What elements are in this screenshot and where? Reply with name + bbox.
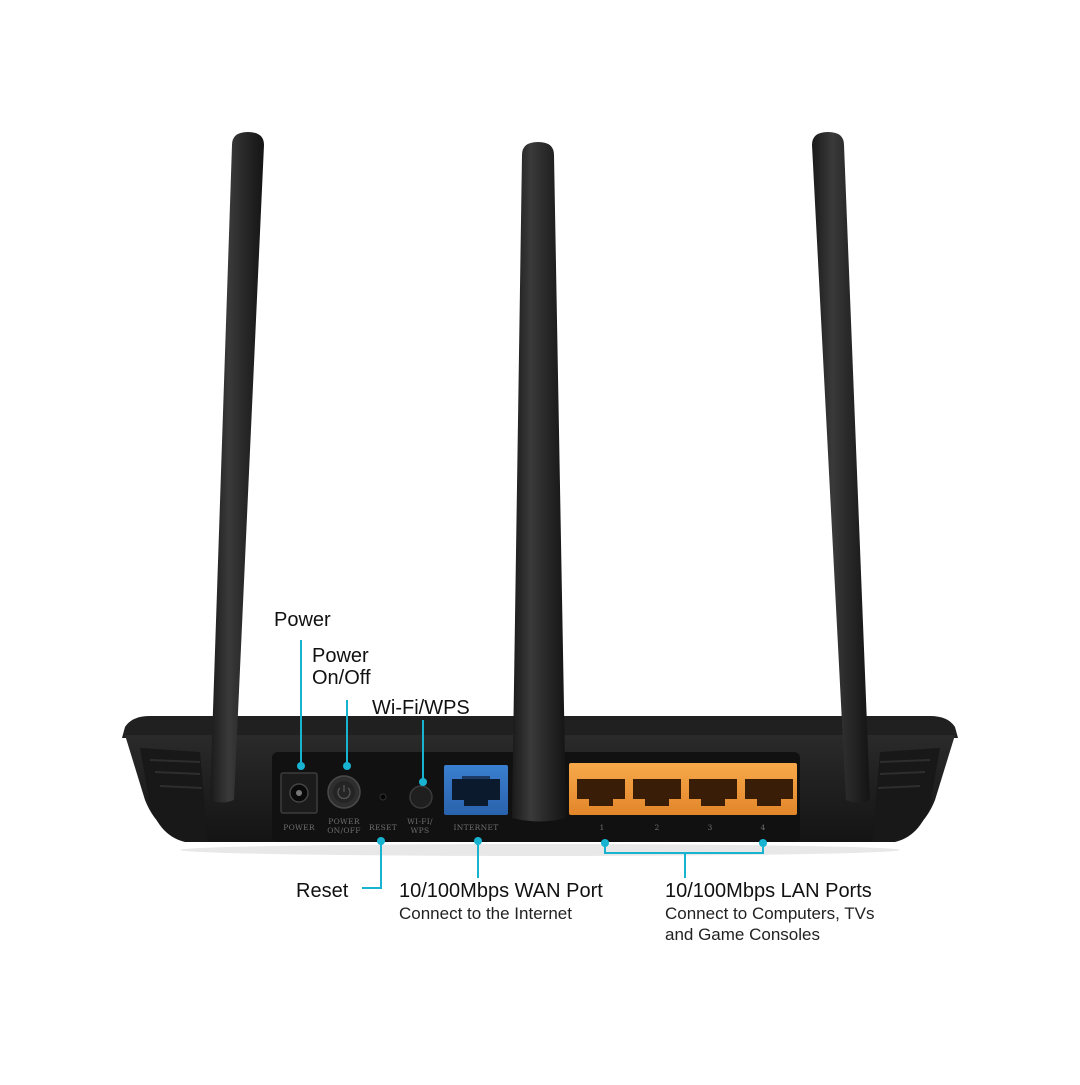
callout-dots xyxy=(297,762,767,847)
callout-dot-wifi-wps xyxy=(419,778,427,786)
label-reset: Reset xyxy=(296,880,349,902)
antenna-right xyxy=(812,132,870,803)
wifi-wps-button xyxy=(409,785,433,809)
silk-power-onoff-line1: POWER xyxy=(328,817,360,826)
callout-dot-lan-4 xyxy=(759,839,767,847)
antenna-left xyxy=(210,132,264,803)
silk-wifi-wps-line2: WPS xyxy=(411,826,430,835)
callout-dot-wan xyxy=(474,837,482,845)
label-lan-title: 10/100Mbps LAN Ports xyxy=(665,880,872,902)
callout-dot-power xyxy=(297,762,305,770)
label-wan-subtitle: Connect to the Internet xyxy=(399,904,572,923)
label-wan-title: 10/100Mbps WAN Port xyxy=(399,880,603,902)
callout-line-reset xyxy=(362,841,382,889)
silk-lan-4: 4 xyxy=(760,823,765,832)
silk-wifi-wps-line1: WI-FI/ xyxy=(407,817,433,826)
silk-lan-3: 3 xyxy=(707,823,712,832)
label-lan-subtitle-line2: and Game Consoles xyxy=(665,925,820,944)
callout-dot-power-onoff xyxy=(343,762,351,770)
wan-port xyxy=(444,765,508,815)
silk-lan-1: 1 xyxy=(599,823,604,832)
silk-power-onoff-line2: ON/OFF xyxy=(327,826,361,835)
silk-lan-2: 2 xyxy=(654,823,659,832)
lan-port-2 xyxy=(633,779,681,806)
antenna-center xyxy=(512,142,566,822)
lan-port-4 xyxy=(745,779,793,806)
silk-internet: INTERNET xyxy=(453,823,498,832)
lan-port-3 xyxy=(689,779,737,806)
callout-dot-reset xyxy=(377,837,385,845)
label-power-onoff-line1: Power xyxy=(312,645,369,667)
callout-line-lan xyxy=(604,843,764,878)
label-power-onoff-line2: On/Off xyxy=(312,667,371,689)
silk-power: POWER xyxy=(283,823,315,832)
lan-port-1 xyxy=(577,779,625,806)
label-wifi-wps: Wi-Fi/WPS xyxy=(372,697,470,719)
power-jack xyxy=(280,772,318,814)
silk-reset: RESET xyxy=(369,823,397,832)
callout-lines xyxy=(300,640,764,889)
lan-ports xyxy=(569,763,797,815)
reset-pinhole xyxy=(379,793,387,801)
label-lan-subtitle-line1: Connect to Computers, TVs xyxy=(665,904,875,923)
power-onoff-button xyxy=(327,775,361,809)
label-power: Power xyxy=(274,609,331,631)
callout-dot-lan-1 xyxy=(601,839,609,847)
